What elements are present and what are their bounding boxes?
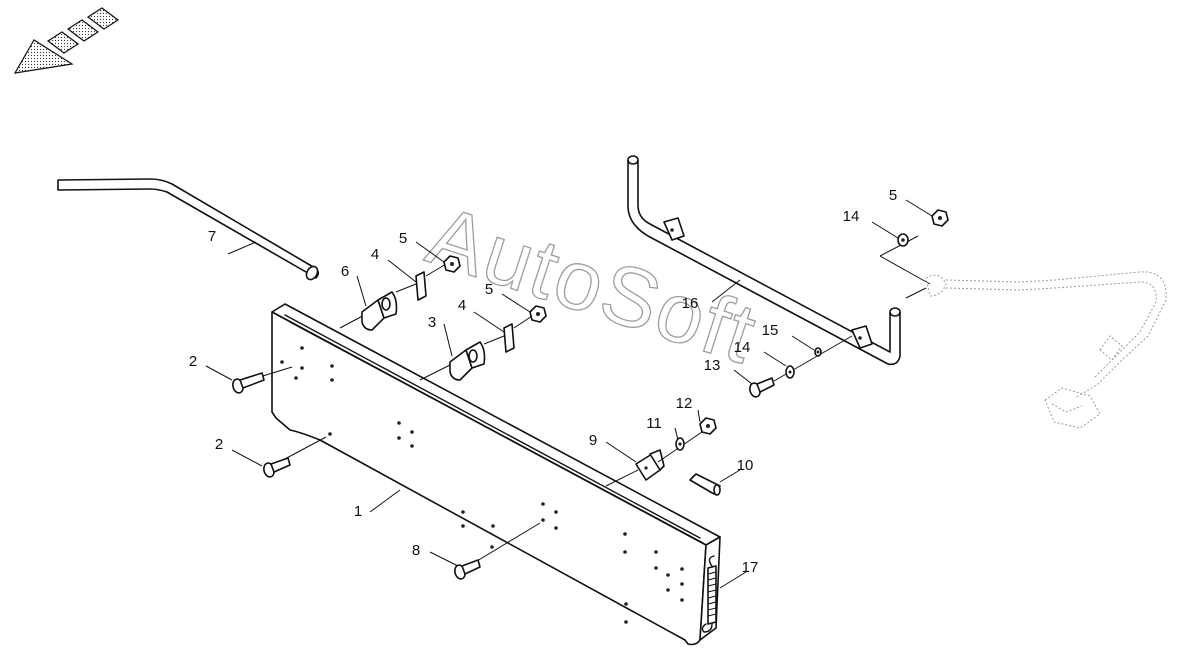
part-17-spring [701, 555, 717, 633]
callout-15: 15 [762, 322, 779, 339]
callout-11: 11 [646, 415, 662, 432]
part-15-washer [814, 347, 822, 357]
callout-14: 14 [734, 339, 751, 356]
callout-3: 3 [428, 314, 436, 331]
leader-lines [205, 199, 933, 589]
part-5-nut-upper [931, 209, 949, 227]
callout-10: 10 [737, 457, 754, 474]
callout-2: 2 [189, 353, 197, 370]
part-10-sleeve [689, 473, 721, 496]
callout-5: 5 [485, 281, 493, 298]
part-4-bracket-left [395, 271, 427, 301]
callout-6: 6 [341, 263, 349, 280]
callout-5: 5 [889, 187, 897, 204]
part-8-bolt [454, 522, 541, 580]
cable-harness [879, 255, 1167, 429]
callout-16: 16 [682, 295, 699, 312]
callout-9: 9 [589, 432, 597, 449]
callout-5: 5 [399, 230, 407, 247]
part-5-nut-left [425, 255, 461, 277]
callout-14: 14 [843, 208, 860, 225]
part-3-clamp [419, 341, 486, 381]
part-12-nut [699, 417, 717, 435]
part-5-nut-right [513, 305, 547, 329]
callout-1: 1 [354, 503, 362, 520]
callout-17: 17 [742, 559, 759, 576]
part-16-u-bar [627, 155, 901, 366]
callout-4: 4 [371, 246, 379, 263]
direction-arrow-icon [13, 7, 120, 74]
part-11-washer [675, 437, 685, 451]
part-13-bolt [749, 335, 853, 398]
callout-8: 8 [412, 542, 420, 559]
callout-2: 2 [215, 436, 223, 453]
part-4-bracket-right [483, 323, 515, 353]
part-2-bolt-upper [232, 366, 293, 394]
part-14-washer-upper [879, 233, 919, 257]
callout-13: 13 [704, 357, 721, 374]
callout-4: 4 [458, 297, 466, 314]
part-9-bracket [605, 431, 703, 487]
part-7-bent-rod [57, 178, 320, 281]
part-2-bolt-lower [263, 436, 327, 478]
callout-12: 12 [676, 395, 693, 412]
part-6-clamp [339, 291, 398, 331]
part-14-washer-lower [785, 365, 795, 379]
callout-7: 7 [208, 228, 216, 245]
